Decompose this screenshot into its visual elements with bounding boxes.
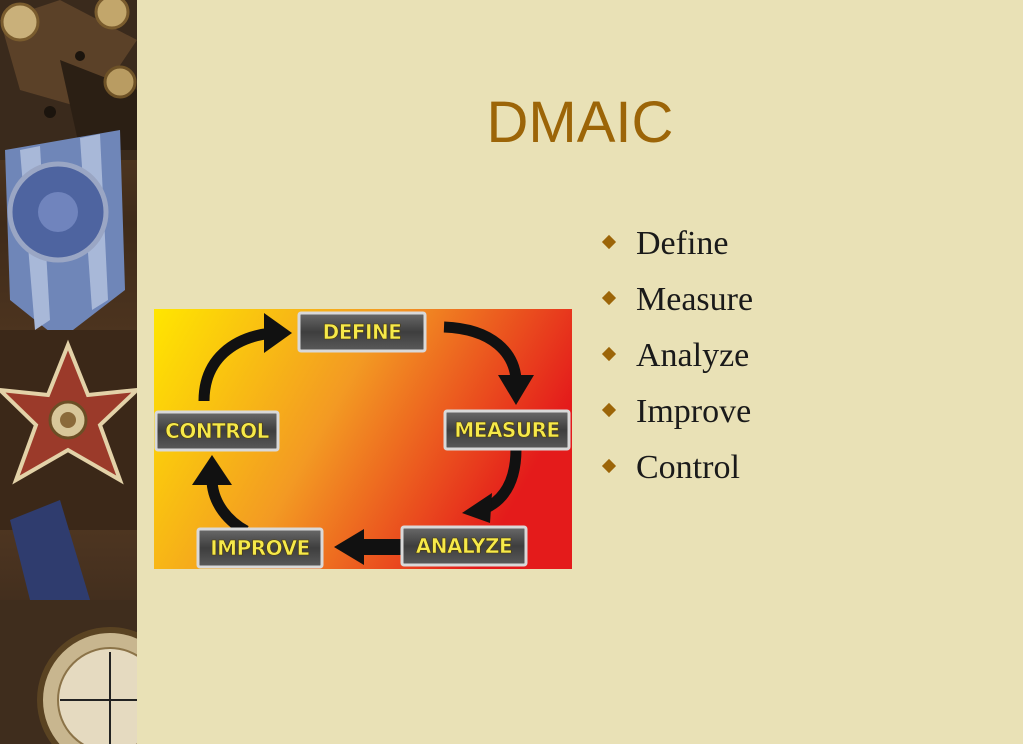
decorative-photo-strip — [0, 0, 137, 744]
bullet-text: Measure — [636, 281, 754, 318]
arrow-define-to-measure — [443, 321, 522, 380]
diamond-bullet-icon — [601, 234, 617, 250]
bullet-text: Control — [636, 449, 740, 486]
arrow-head-analyze — [462, 493, 492, 523]
diamond-bullet-icon — [601, 290, 617, 306]
dmaic-bullet-list: Define Measure Analyze Improve Control — [600, 222, 753, 502]
bullet-text: Improve — [636, 393, 752, 430]
arrow-analyze-to-improve — [364, 539, 404, 555]
bullet-item-define: Define — [600, 222, 753, 278]
stage-label-analyze: ANALYZE — [416, 534, 512, 558]
bullet-item-improve: Improve — [600, 390, 753, 446]
slide-title: DMAIC — [486, 90, 674, 155]
arrow-head-improve — [334, 529, 364, 565]
bullet-item-measure: Measure — [600, 278, 753, 334]
stage-measure: MEASURE — [443, 409, 571, 451]
stage-analyze: ANALYZE — [400, 525, 528, 567]
stage-label-control: CONTROL — [165, 419, 269, 443]
arrow-head-control — [192, 455, 232, 485]
bullet-text: Analyze — [636, 337, 750, 374]
arrow-head-measure — [498, 375, 534, 405]
arrow-control-to-define — [198, 327, 273, 402]
diamond-bullet-icon — [601, 458, 617, 474]
stage-control: CONTROL — [154, 410, 280, 452]
stage-label-measure: MEASURE — [454, 418, 559, 442]
bullet-text: Define — [636, 225, 729, 262]
diamond-bullet-icon — [601, 346, 617, 362]
diamond-bullet-icon — [601, 402, 617, 418]
stage-label-define: DEFINE — [323, 320, 402, 344]
stage-label-improve: IMPROVE — [210, 536, 310, 560]
stage-define: DEFINE — [297, 311, 427, 353]
bullet-item-control: Control — [600, 446, 753, 502]
stage-improve: IMPROVE — [196, 527, 324, 569]
bullet-item-analyze: Analyze — [600, 334, 753, 390]
arrow-head-define — [264, 313, 292, 353]
dmaic-cycle-diagram: DEFINE MEASURE ANALYZE IMPROVE CONTROL — [154, 309, 572, 569]
medal-compass-image — [0, 0, 137, 744]
